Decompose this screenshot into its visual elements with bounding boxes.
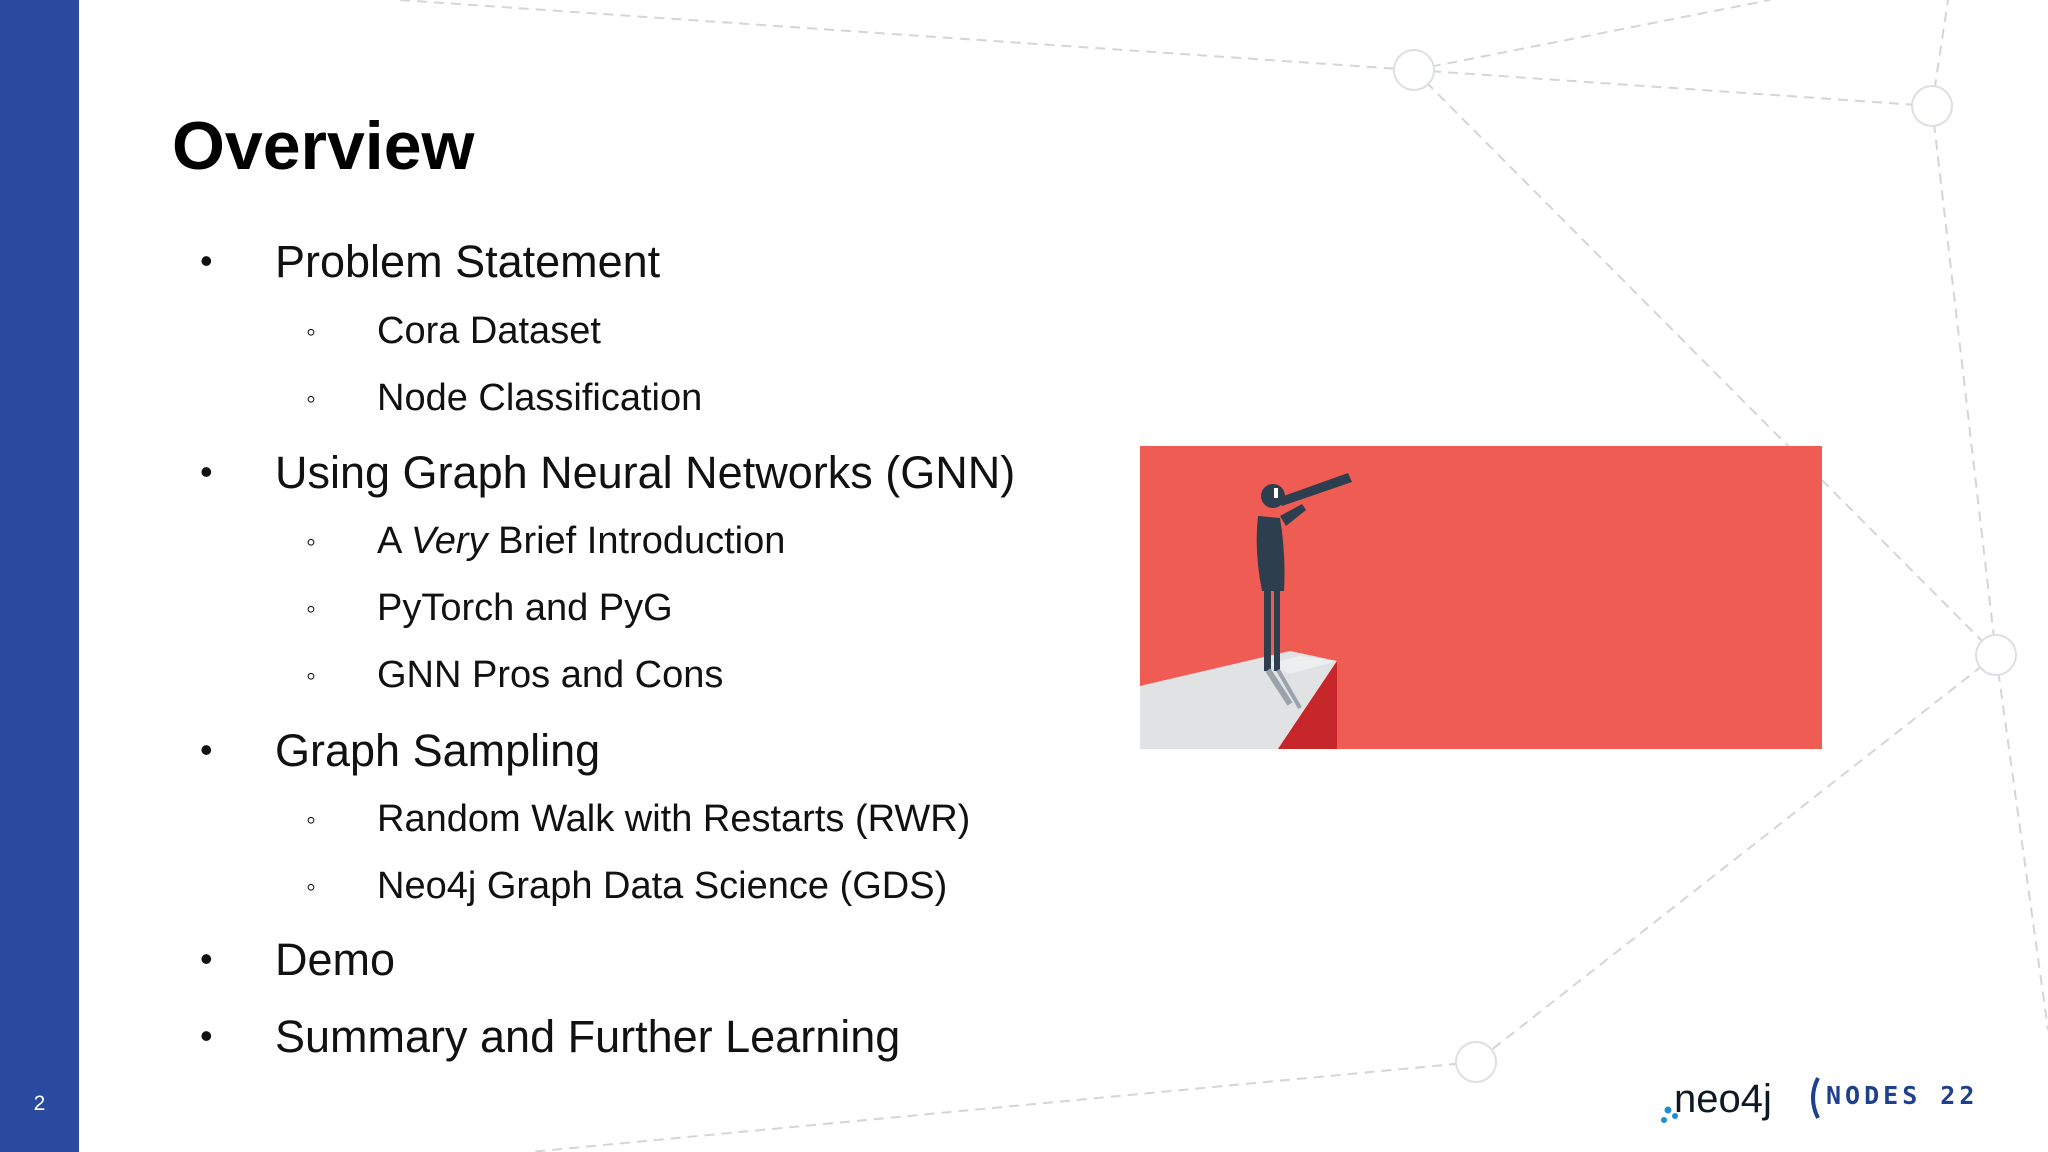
emphasis-very: Very [410, 520, 488, 562]
sidebar-band [0, 0, 79, 1152]
brief-introduction-text: A Very Brief Introduction [377, 520, 786, 562]
neo4j-wordmark: neo4j [1674, 1077, 1772, 1121]
neo4j-logo: neo4j [1661, 1077, 1772, 1123]
logo-area: neo4j NODES 22 [1661, 1077, 1978, 1123]
nodes-22-logo: NODES 22 [1811, 1077, 1978, 1119]
slide-title: Overview [172, 108, 475, 184]
nodes-22-wordmark: NODES 22 [1826, 1081, 1978, 1110]
telescope-illustration [1140, 446, 1822, 749]
slide-number: 2 [33, 1092, 46, 1115]
